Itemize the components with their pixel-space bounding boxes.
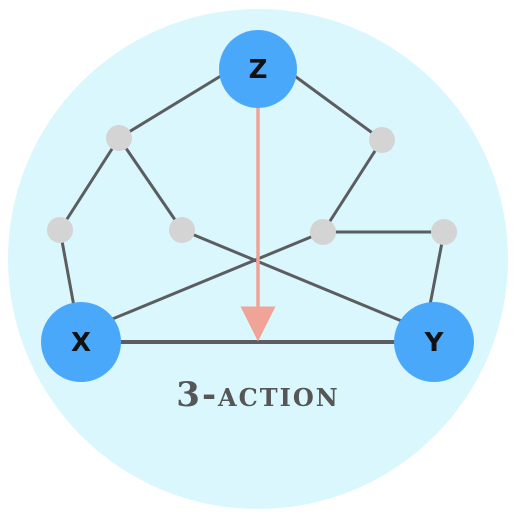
edge-a-b (58, 136, 121, 232)
aux-node (369, 127, 395, 153)
edge-c-y (180, 228, 406, 324)
node-x-label: X (71, 328, 91, 358)
node-y-circle (394, 302, 474, 382)
aux-node (431, 219, 457, 245)
node-y-label: Y (424, 328, 445, 358)
edge-z-a (117, 72, 226, 140)
node-x-circle (41, 302, 121, 382)
aux-node (106, 125, 132, 151)
node-y: Y (394, 302, 474, 382)
diagram-caption: 3-action (176, 375, 339, 415)
node-z-label: Z (249, 55, 268, 85)
aux-node (47, 217, 73, 243)
aux-nodes (47, 125, 457, 245)
aux-node (310, 219, 336, 245)
node-z: Z (219, 30, 297, 108)
edge-d-x (108, 230, 325, 322)
edge-e-d (321, 138, 384, 234)
edge-a-c (117, 136, 184, 232)
edges (58, 72, 446, 344)
node-x: X (41, 302, 121, 382)
aux-node (169, 217, 195, 243)
edge-z-e (290, 72, 384, 142)
edge-b-x (58, 228, 77, 314)
node-z-circle (219, 30, 297, 108)
